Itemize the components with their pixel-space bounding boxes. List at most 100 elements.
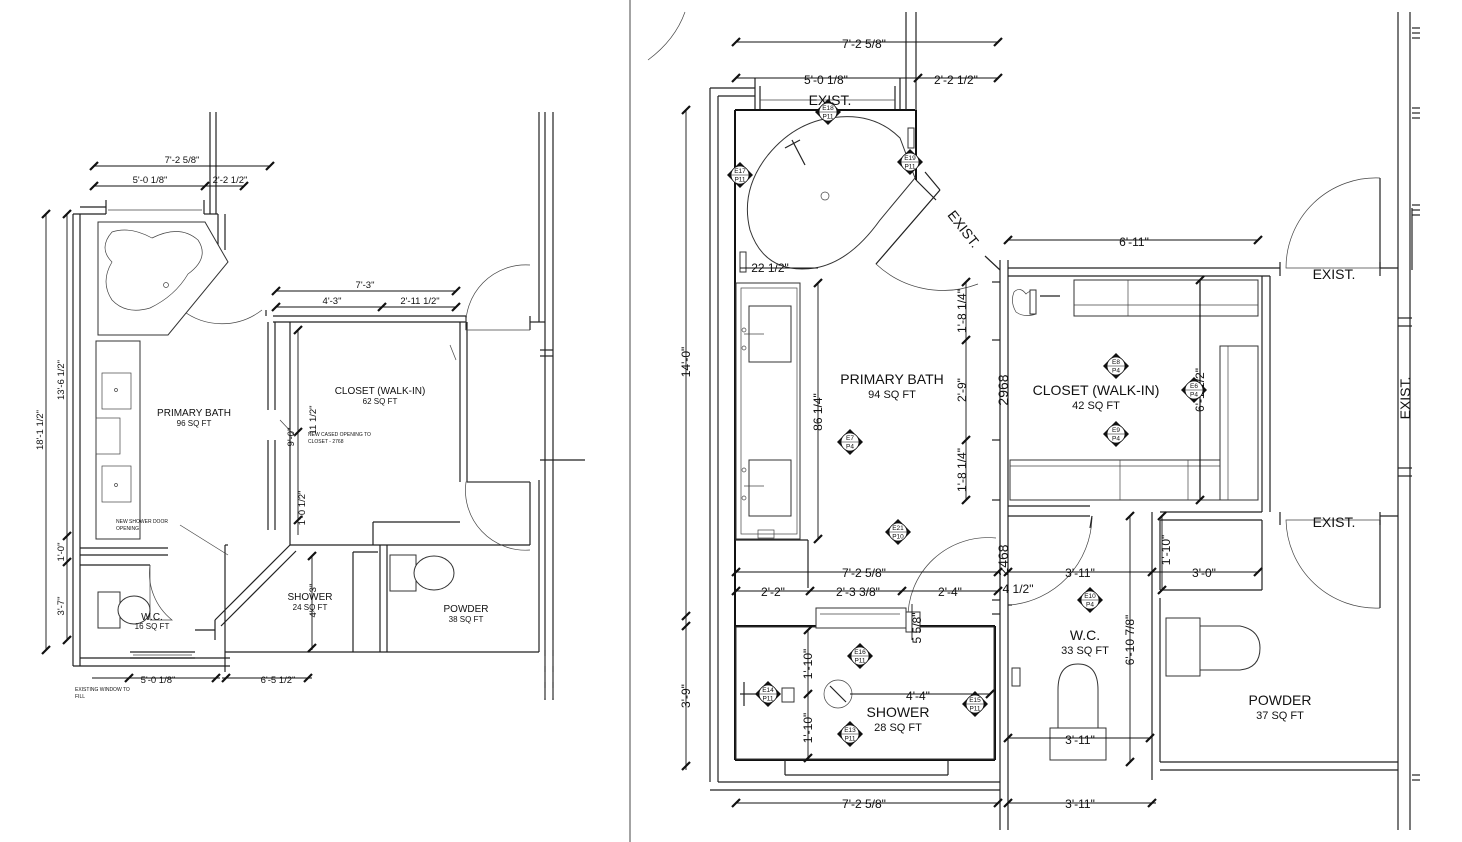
svg-text:E8: E8 (1112, 359, 1120, 366)
dim-label: 7'-2 5/8" (842, 797, 886, 811)
dim-label: 5'-0 1/8" (141, 675, 176, 686)
svg-text:P4: P4 (1112, 436, 1120, 443)
left-dimensions (41, 161, 461, 683)
room-name: PRIMARY BATH (157, 408, 231, 419)
dim-label: 5'-0 1/8" (133, 175, 168, 186)
dim-label: 2'-2 1/2" (934, 73, 978, 87)
svg-text:P11: P11 (734, 177, 745, 184)
note-text: NEW CASED OPENING TO (308, 432, 371, 438)
room-area: 24 SQ FT (293, 603, 328, 612)
left-dimension-labels: 7'-2 5/8" 5'-0 1/8" 2'-2 1/2" 7'-3" 4'-3… (35, 155, 440, 686)
exist-label: EXIST. (1397, 377, 1413, 420)
right-vanity (735, 282, 801, 540)
note-text: OPENING (116, 526, 139, 532)
dim-label: 4' (308, 610, 319, 617)
dim-label: 3'-9" (679, 684, 693, 708)
svg-text:E19: E19 (904, 155, 916, 162)
dim-label: 22 1/2" (751, 261, 789, 275)
svg-text:P4: P4 (846, 444, 854, 451)
right-plan: 7'-2 5/8" 5'-0 1/8" 2'-2 1/2" 6'-11" 14'… (647, 11, 1420, 830)
dim-label: 7'-2 5/8" (842, 37, 886, 51)
svg-text:P10: P10 (892, 534, 904, 541)
dim-label: 1'-10" (1159, 535, 1173, 566)
svg-text:E9: E9 (1112, 427, 1120, 434)
dim-label: 2'-3 3/8" (836, 585, 880, 599)
room-area: 96 SQ FT (177, 419, 212, 428)
note-text: FILL (75, 694, 85, 700)
dim-label: 11 1/2" (308, 405, 319, 434)
svg-text:E7: E7 (846, 435, 854, 442)
dim-label: 3'-7" (56, 597, 67, 616)
note-text: EXISTING WINDOW TO (75, 687, 130, 693)
svg-text:P11: P11 (904, 164, 915, 171)
room-name: W.C. (1070, 627, 1100, 643)
room-area: 16 SQ FT (135, 622, 170, 631)
svg-text:P4: P4 (1086, 602, 1094, 609)
room-name: CLOSET (WALK-IN) (1033, 382, 1160, 398)
dim-label: 1'-0 1/2" (297, 491, 308, 526)
dim-label: 1'-0" (56, 543, 67, 562)
left-vanity (95, 340, 141, 540)
left-walls (72, 112, 585, 700)
right-shower-fixtures (735, 607, 995, 760)
svg-text:P4: P4 (1112, 368, 1120, 375)
dim-label: 1'-8 1/4" (955, 289, 969, 333)
svg-text:P11: P11 (854, 658, 865, 665)
room-area: 28 SQ FT (874, 722, 922, 734)
room-name: POWDER (1249, 692, 1312, 708)
dim-label: 2'-2" (761, 585, 785, 599)
svg-text:P4: P4 (1190, 392, 1198, 399)
room-name: PRIMARY BATH (840, 371, 943, 387)
dim-label: 6'-5 1/2" (261, 675, 296, 686)
svg-text:E21: E21 (892, 525, 904, 532)
dim-label: 1'-10" (801, 713, 815, 744)
right-dimensions (681, 37, 1263, 808)
exist-label: EXIST. (809, 92, 852, 108)
svg-text:E14: E14 (762, 687, 774, 694)
dim-label: 2'-4" (938, 585, 962, 599)
svg-text:E16: E16 (854, 649, 866, 656)
dim-label: 6'-11" (1119, 235, 1149, 249)
svg-text:P11: P11 (762, 696, 773, 703)
svg-text:E6: E6 (1190, 383, 1198, 390)
room-name: W.C. (141, 612, 163, 623)
existing-arc (647, 11, 686, 61)
left-notes: NEW CASED OPENING TO CLOSET - 2768 NEW S… (75, 432, 371, 700)
svg-text:E15: E15 (969, 697, 981, 704)
room-area: 33 SQ FT (1061, 645, 1109, 657)
note-text: CLOSET - 2768 (308, 439, 344, 445)
exist-label: EXIST. (944, 207, 983, 251)
dim-label: 2'-9" (955, 378, 969, 402)
room-area: 62 SQ FT (363, 397, 398, 406)
dim-label: 3'-0" (1192, 566, 1216, 580)
dim-label: 14'-0" (679, 347, 693, 378)
svg-text:E13: E13 (844, 727, 856, 734)
left-toilets (97, 554, 455, 629)
dim-label: 18'-1 1/2" (35, 410, 46, 450)
svg-text:P11: P11 (822, 114, 833, 121)
right-doors (875, 177, 1381, 621)
left-plan: 7'-2 5/8" 5'-0 1/8" 2'-2 1/2" 7'-3" 4'-3… (35, 112, 585, 700)
svg-text:E18: E18 (822, 105, 834, 112)
exist-label: EXIST. (1313, 514, 1356, 530)
dim-label: 4'-3" (323, 296, 342, 307)
room-area: 94 SQ FT (868, 389, 916, 401)
dim-label: 13'-6 1/2" (56, 360, 67, 400)
dim-label: 7'-2 5/8" (842, 566, 886, 580)
dim-label: 3'-11" (1065, 733, 1095, 747)
dim-label: 3'-11" (1065, 797, 1095, 811)
dim-label: 9'-0" (286, 428, 297, 447)
dim-label: 5 5/8" (910, 613, 924, 644)
svg-text:P11: P11 (969, 706, 980, 713)
